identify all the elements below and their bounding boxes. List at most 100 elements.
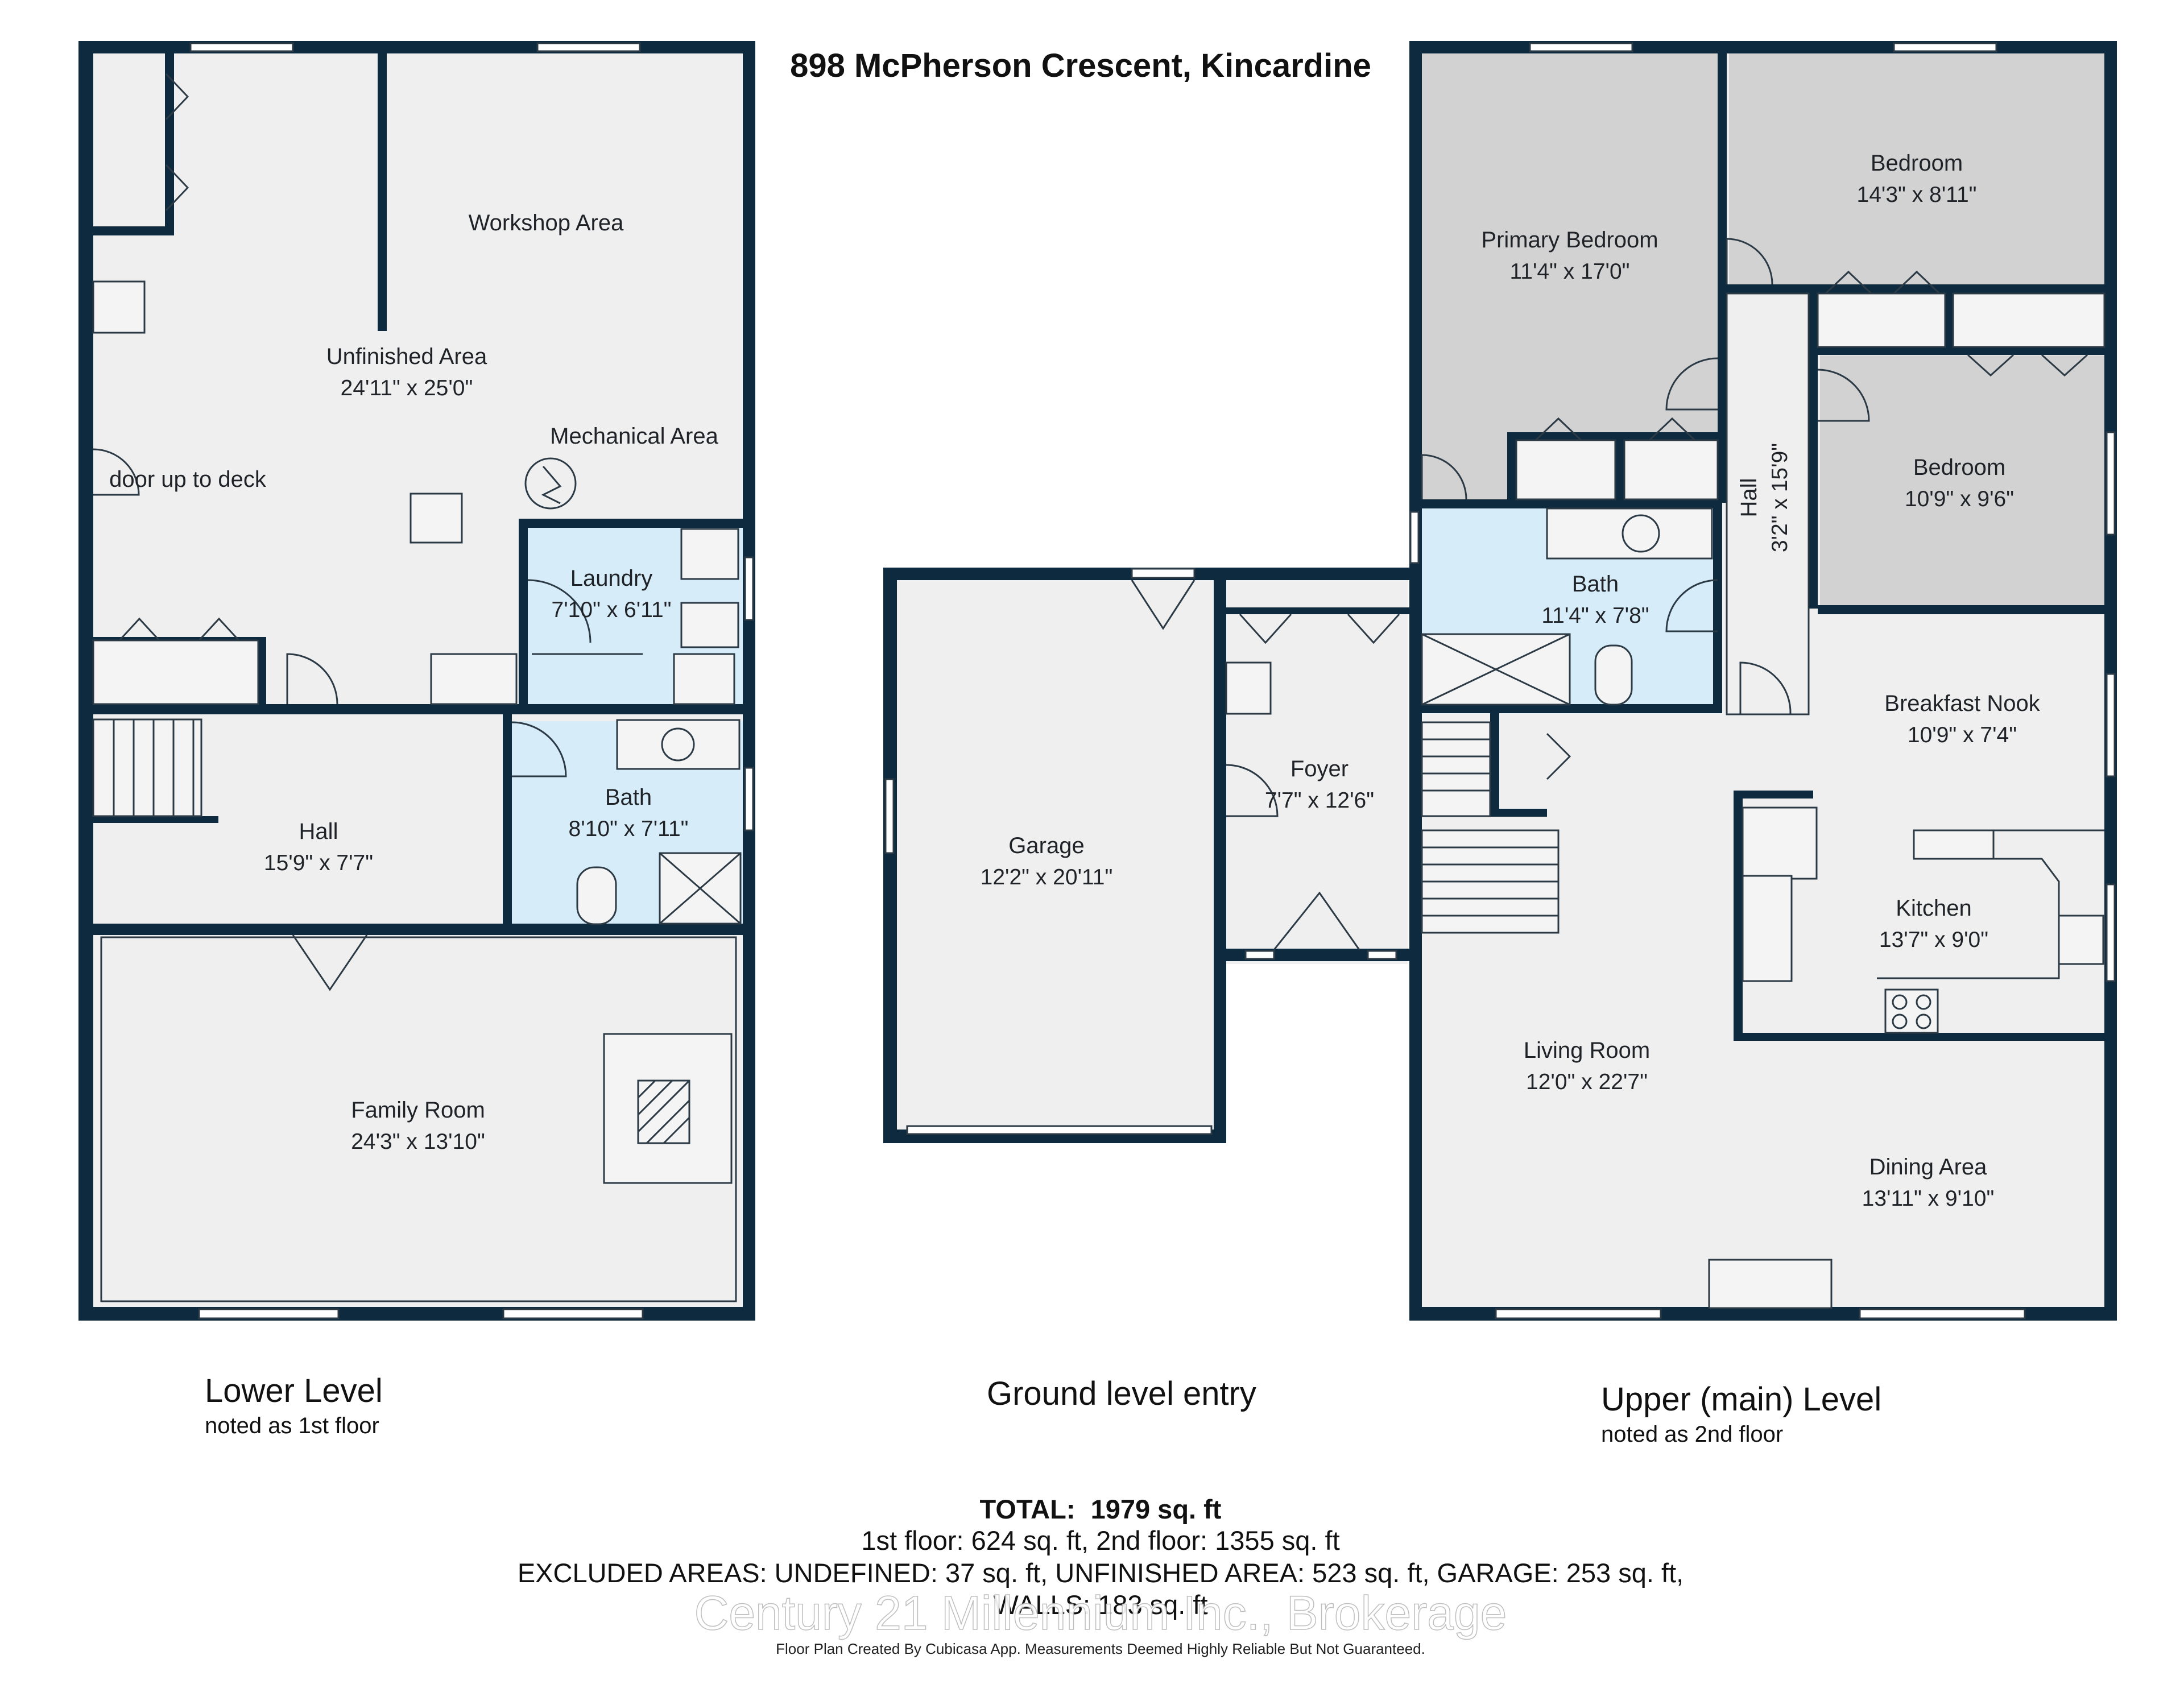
lower-stairs (92, 718, 202, 817)
lower-room-name: Hall (299, 819, 338, 844)
door-swing (1131, 580, 1196, 630)
ground-room-name: Garage (1008, 833, 1084, 858)
door-swing (1226, 764, 1279, 817)
primary-bedroom-floor (1422, 52, 1718, 502)
lower-room-name: door up to deck (109, 467, 267, 492)
pantry (1742, 806, 1818, 880)
total-area: TOTAL: 1979 sq. ft (980, 1494, 1222, 1524)
laundry-sink (680, 602, 739, 648)
fireplace (637, 1079, 690, 1144)
kitchen-counter (1913, 829, 1995, 860)
closet-doors (165, 73, 189, 212)
closet-doors (1967, 354, 2088, 377)
upper-room-dimensions: 10'9" x 7'4" (1908, 723, 2017, 747)
kitchen-counter (1742, 875, 1793, 982)
wall (883, 568, 897, 1143)
window (1893, 42, 1997, 52)
wall (1718, 53, 1727, 503)
entry-door-swing (1273, 891, 1360, 950)
wall (1734, 791, 1813, 799)
kitchen-sink (2058, 915, 2104, 965)
door-swing (1665, 579, 1718, 632)
wall (378, 53, 387, 331)
ground-room-name: Foyer (1290, 756, 1349, 781)
fireplace-hatch (637, 1079, 690, 1144)
door-swing (1421, 454, 1467, 500)
lower-room-dimensions: 24'3" x 13'10" (351, 1130, 485, 1154)
wall (1818, 605, 2104, 614)
wall (519, 519, 528, 712)
window (189, 42, 294, 52)
area-totals: TOTAL: 1979 sq. ft 1st floor: 624 sq. ft… (518, 1494, 1684, 1620)
ground-level-label: Ground level entry (987, 1375, 1256, 1412)
dryer (673, 653, 735, 705)
lower-level-plan: Workshop Area Unfinished Area 24'11" x 2… (78, 41, 755, 1321)
closet (1515, 439, 1616, 500)
upper-level-note: noted as 2nd floor (1601, 1422, 1783, 1447)
fireplace-hearth (1708, 1259, 1833, 1309)
closet-doors (118, 617, 240, 642)
vanity (616, 719, 741, 770)
upper-room-dimensions: 11'4" x 17'0" (1510, 259, 1630, 284)
window (1367, 950, 1397, 960)
wall (165, 53, 174, 235)
closet-doors (1239, 613, 1400, 644)
stove (1884, 988, 1939, 1034)
lower-level-label: Lower Level (205, 1372, 383, 1409)
lower-room-dimensions: 7'10" x 6'11" (552, 598, 672, 622)
washer (680, 528, 739, 580)
plan-credit: Floor Plan Created By Cubicasa App. Meas… (776, 1640, 1425, 1657)
upper-room-name: Kitchen (1896, 896, 1971, 921)
family-room-outline (100, 936, 737, 1302)
upper-room-name: Bedroom (1913, 455, 2005, 480)
wall (78, 41, 755, 53)
bedroom-floor (1729, 52, 2104, 288)
wall (1615, 432, 1624, 500)
foyer-floor (1226, 577, 1408, 964)
storage-bench (92, 639, 259, 705)
door-swing (1739, 661, 1792, 715)
wall (1818, 347, 2104, 355)
wall (1809, 284, 1818, 609)
ground-room-dimensions: 12'2" x 20'11" (981, 865, 1113, 889)
window (2106, 431, 2116, 536)
window (536, 42, 641, 52)
bedroom-floor (1820, 355, 2104, 611)
window (884, 778, 895, 854)
lower-room-name: Mechanical Area (550, 424, 718, 449)
toilet (1594, 644, 1633, 706)
wall (1734, 1033, 2104, 1041)
wall (93, 226, 167, 235)
wall (1713, 503, 1722, 713)
upper-room-name: Living Room (1524, 1038, 1650, 1063)
upper-room-name: Breakfast Nook (1884, 691, 2040, 716)
window (198, 1308, 340, 1319)
closet-doors (1825, 270, 1941, 295)
upper-room-dimensions: 10'9" x 9'6" (1905, 487, 2014, 511)
window (1529, 42, 1633, 52)
ground-room-dimensions: 7'7" x 12'6" (1265, 788, 1374, 813)
wall (1409, 41, 1422, 1321)
wall (93, 816, 218, 823)
lower-room-name: Laundry (570, 566, 653, 591)
wall (78, 41, 93, 1321)
lower-room-name: Unfinished Area (326, 344, 487, 369)
ground-level-plan: Garage 12'2" x 20'11" Foyer 7'7" x 12'6" (883, 568, 1416, 1143)
total-label: TOTAL: (980, 1494, 1076, 1524)
closet (1817, 292, 1946, 348)
upper-room-dimensions: 14'3" x 8'11" (1857, 183, 1977, 207)
lower-room-dimensions: 24'11" x 25'0" (341, 376, 473, 400)
wall (1226, 607, 1416, 614)
floor-areas: 1st floor: 624 sq. ft, 2nd floor: 1355 s… (861, 1525, 1339, 1555)
watermark: Century 21 Millennium Inc., Brokerage (694, 1586, 1507, 1640)
window (2106, 673, 2116, 777)
lower-room-dimensions: 8'10" x 7'11" (569, 817, 689, 841)
lower-room-name: Bath (605, 785, 652, 810)
wall (1422, 499, 1718, 508)
lower-level-note: noted as 1st floor (205, 1413, 379, 1438)
upper-room-name: Dining Area (1869, 1155, 1988, 1180)
window (1409, 511, 1420, 564)
upper-stairs (1421, 721, 1571, 934)
plan-title: 898 McPherson Crescent, Kincardine (790, 47, 1371, 84)
